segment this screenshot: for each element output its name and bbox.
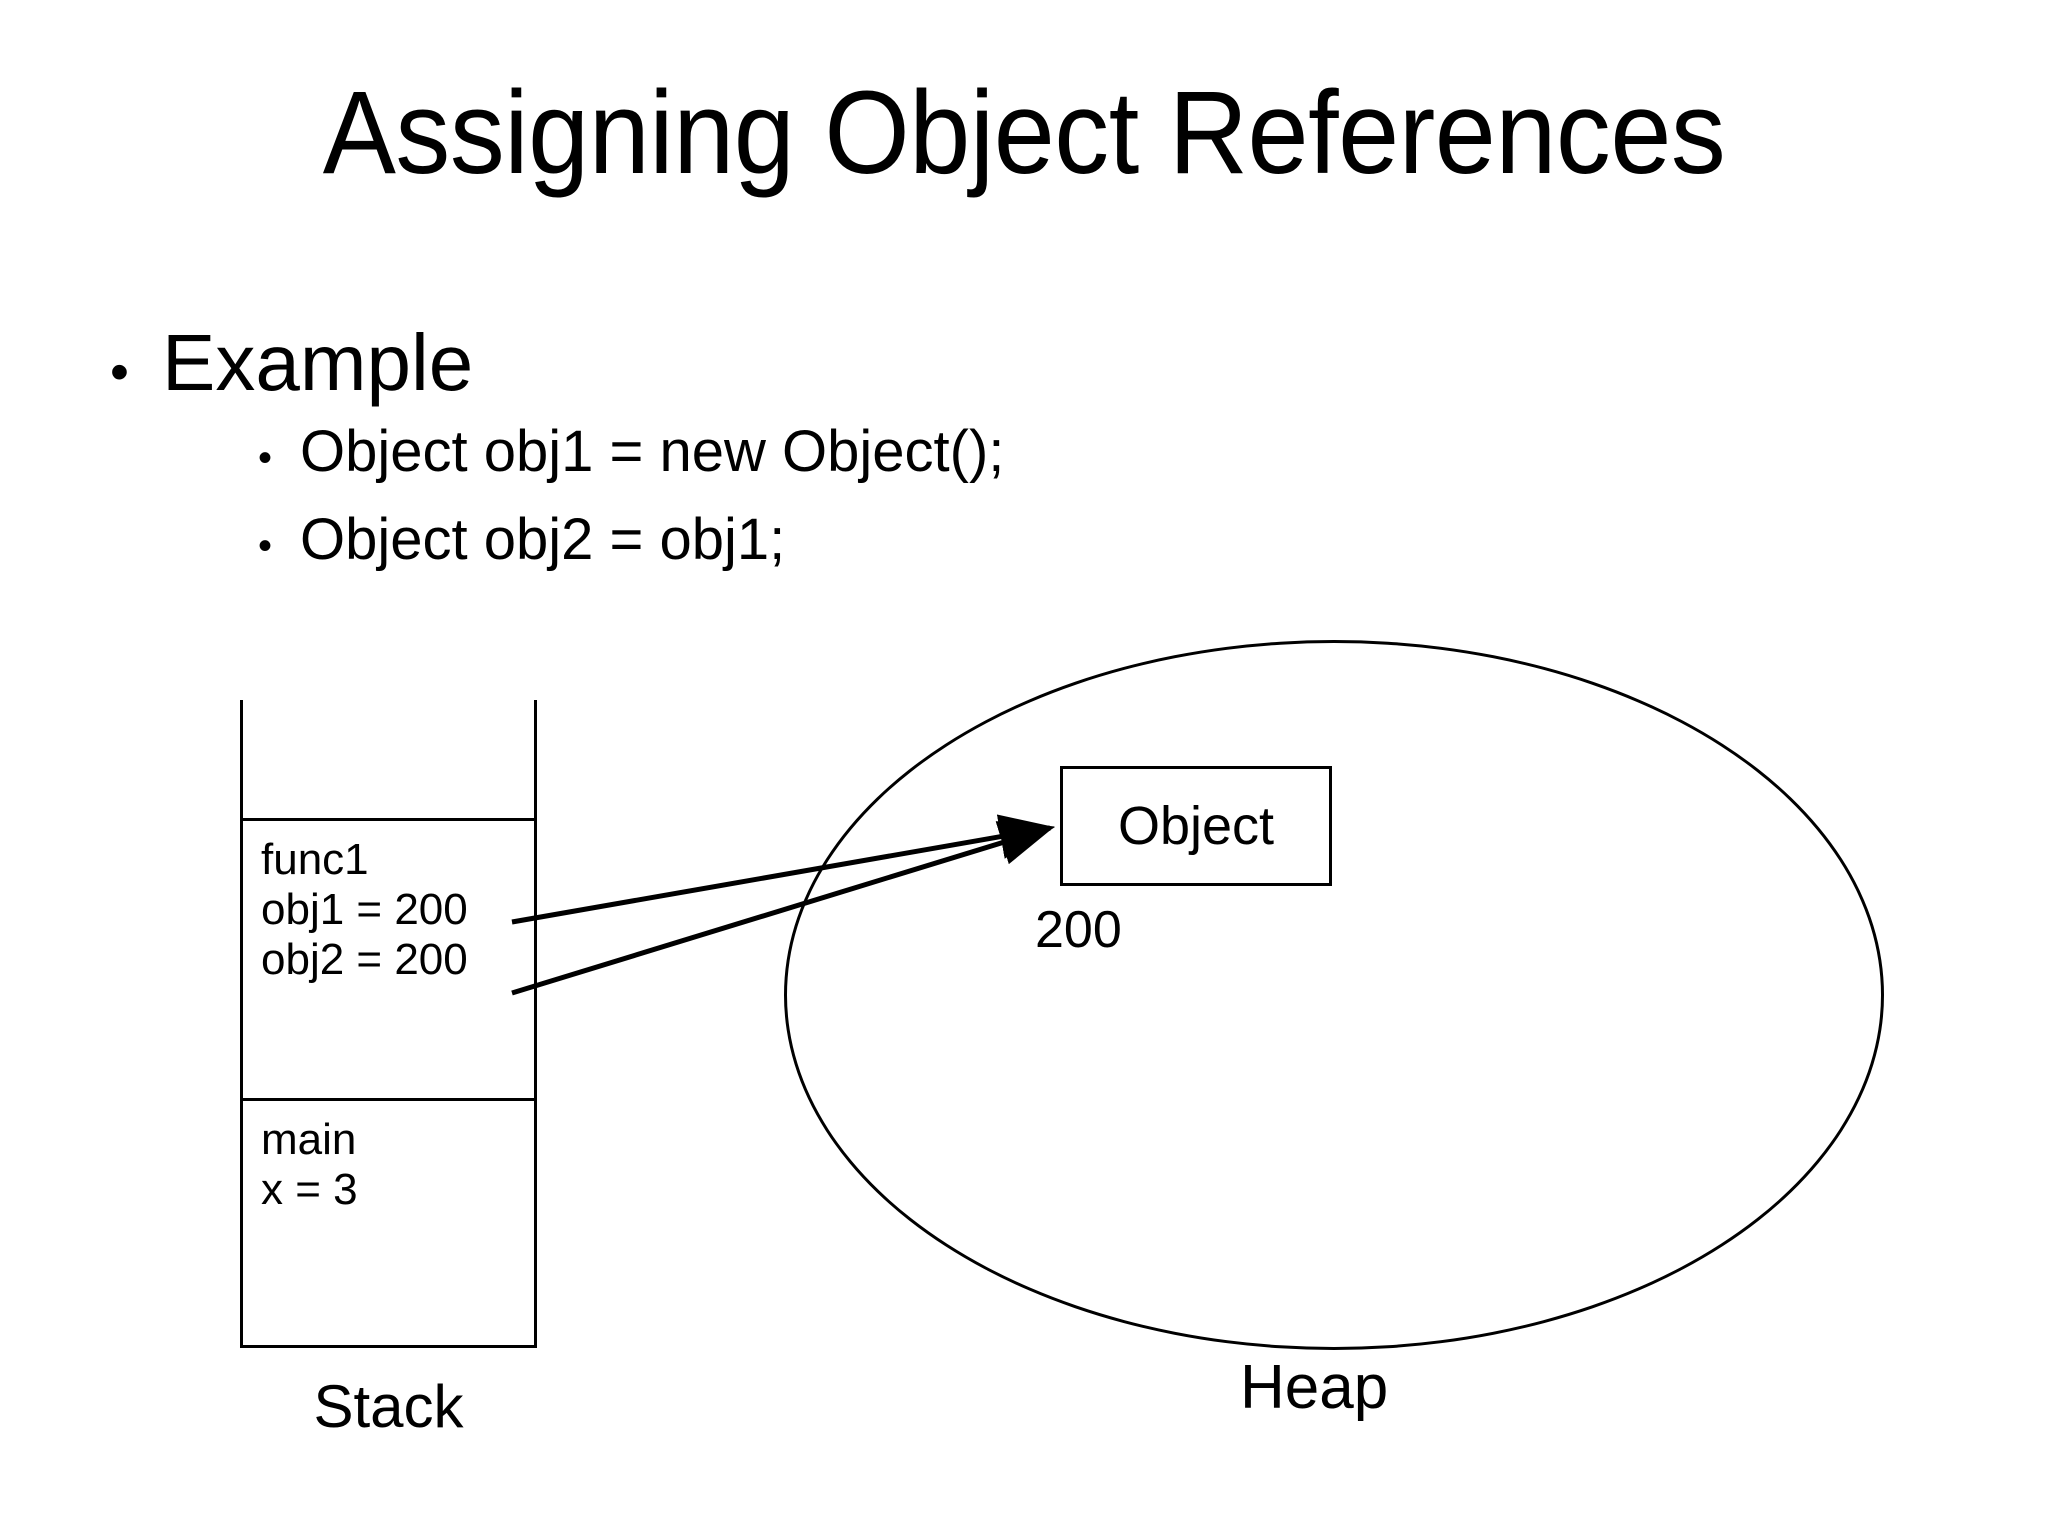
bullet-text: Example (162, 318, 474, 407)
heap-label: Heap (1240, 1353, 1389, 1422)
bullet-marker-icon: • (110, 342, 129, 402)
sub-bullet-marker-icon: • (258, 436, 273, 481)
stack-var-x: x = 3 (261, 1165, 358, 1215)
heap-object-box: Object (1060, 766, 1332, 886)
stack-frame-func1: func1 obj1 = 200 obj2 = 200 (243, 818, 534, 1098)
sub-bullet-item-obj2: • Object obj2 = obj1; (258, 508, 1510, 572)
sub-bullet-item-obj1: • Object obj1 = new Object(); (258, 420, 1510, 484)
heap-object-address: 200 (1035, 901, 1122, 959)
stack-label: Stack (313, 1373, 464, 1440)
bullet-list: • Example • Object obj1 = new Object(); … (110, 318, 1510, 596)
sub-bullet-text: Object obj2 = obj1; (300, 507, 786, 573)
heap-object-label: Object (1117, 796, 1275, 856)
page-title: Assigning Object References (322, 67, 1726, 199)
stack-box: func1 obj1 = 200 obj2 = 200 main x = 3 (240, 700, 537, 1348)
bullet-item-example: • Example (110, 318, 1510, 407)
stack-var-obj2: obj2 = 200 (261, 935, 468, 985)
stack-frame-name: func1 (261, 835, 369, 884)
heap-ellipse (784, 640, 1884, 1350)
stack-frame-main: main x = 3 (243, 1098, 534, 1348)
sub-bullet-text: Object obj1 = new Object(); (300, 419, 1005, 485)
sub-bullet-marker-icon: • (258, 524, 273, 569)
stack-frame-name: main (261, 1115, 357, 1164)
sub-bullet-list: • Object obj1 = new Object(); • Object o… (258, 420, 1510, 572)
stack-var-obj1: obj1 = 200 (261, 885, 468, 935)
